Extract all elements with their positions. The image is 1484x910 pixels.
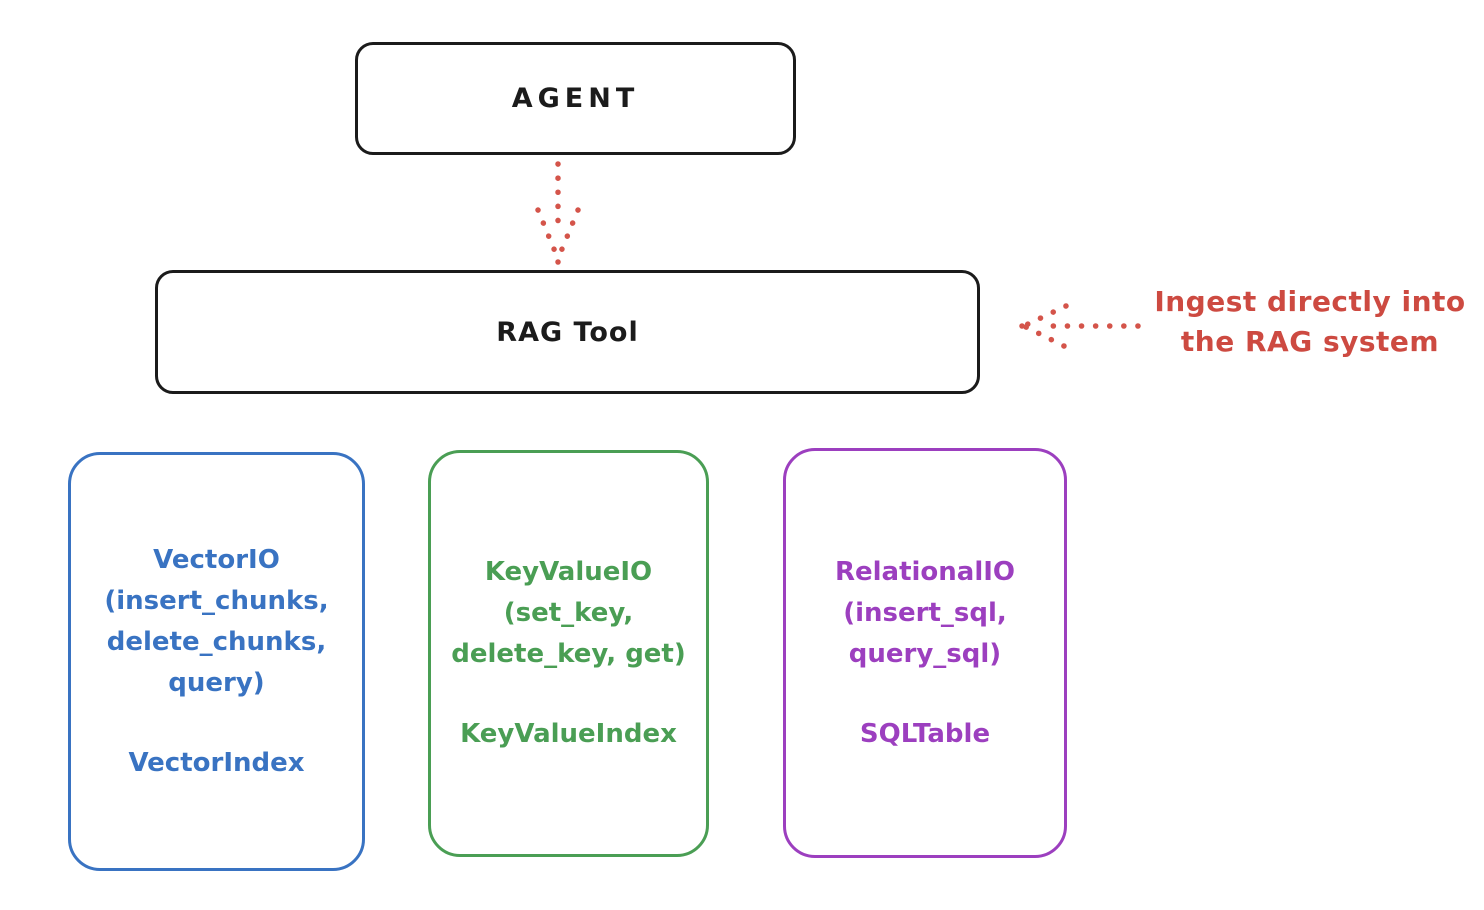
relationalio-line: (insert_sql,: [843, 597, 1007, 628]
vectorio-line: delete_chunks,: [106, 626, 327, 657]
relationalio-box: RelationalIO (insert_sql, query_sql) SQL…: [783, 448, 1067, 858]
vectorio-box: VectorIO (insert_chunks, delete_chunks, …: [68, 452, 365, 871]
vectorio-index-label: VectorIndex: [128, 747, 305, 778]
agent-box: AGENT: [355, 42, 796, 155]
keyvalueio-line: (set_key,: [503, 598, 634, 628]
relationalio-index-label: SQLTable: [859, 718, 991, 749]
keyvalueio-line: KeyValueIO: [484, 557, 653, 587]
arrow-annotation-to-rag-icon: [1019, 303, 1141, 349]
vectorio-line: (insert_chunks,: [104, 585, 329, 616]
agent-label: AGENT: [511, 83, 640, 114]
ingest-annotation-line2: the RAG system: [1180, 325, 1440, 358]
vectorio-line: query): [168, 667, 265, 698]
keyvalueio-index-label: KeyValueIndex: [460, 719, 677, 749]
ingest-annotation: Ingest directly into the RAG system: [1140, 282, 1480, 362]
keyvalueio-box: KeyValueIO (set_key, delete_key, get) Ke…: [428, 450, 709, 857]
rag-tool-label: RAG Tool: [496, 316, 639, 348]
relationalio-line: RelationalIO: [834, 556, 1016, 587]
arrow-agent-to-rag-icon: [535, 161, 581, 265]
relationalio-line: query_sql): [848, 638, 1002, 669]
vectorio-line: VectorIO: [153, 544, 280, 575]
ingest-annotation-line1: Ingest directly into: [1154, 285, 1466, 318]
rag-tool-box: RAG Tool: [155, 270, 980, 394]
keyvalueio-line: delete_key, get): [451, 639, 686, 669]
